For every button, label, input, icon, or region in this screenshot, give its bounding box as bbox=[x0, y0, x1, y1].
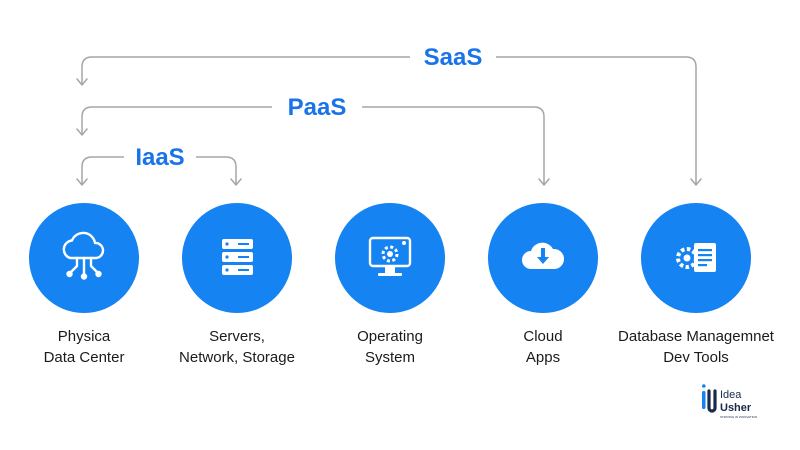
iaas-label: IaaS bbox=[135, 144, 184, 171]
saas-connector bbox=[76, 56, 702, 186]
paas-left-arrowhead bbox=[76, 128, 88, 136]
node-database-dev-tools: Database Managemnet Dev Tools bbox=[618, 203, 775, 366]
node-servers-network-storage: Servers, Network, Storage bbox=[179, 203, 295, 366]
brand-tagline: STRIVING IN INNOVATION bbox=[720, 415, 757, 419]
paas-right-bracket bbox=[362, 106, 545, 184]
saas-right-bracket bbox=[496, 56, 697, 184]
iaas-connector bbox=[76, 156, 242, 186]
paas-left-bracket bbox=[81, 106, 272, 134]
cloud-network-icon bbox=[62, 231, 105, 280]
iaas-right-arrowhead bbox=[230, 178, 242, 186]
paas-right-arrowhead bbox=[538, 178, 550, 186]
monitor-gear-icon bbox=[368, 236, 412, 276]
iaas-right-bracket bbox=[196, 156, 237, 184]
node-label-line-1: Servers, bbox=[209, 328, 265, 345]
iaas-left-bracket bbox=[81, 156, 124, 184]
node-operating-system: Operating System bbox=[335, 203, 445, 366]
idea-usher-logo-icon: Idea Usher STRIVING IN INNOVATION bbox=[702, 384, 757, 419]
node-label-line-1: Database Managemnet bbox=[618, 328, 775, 345]
gear-document-icon bbox=[676, 243, 716, 272]
node-label-line-2: Apps bbox=[526, 349, 560, 366]
cloud-download-icon bbox=[522, 242, 565, 269]
brand-line-1: Idea bbox=[720, 389, 742, 401]
node-label-line-1: Physica bbox=[58, 328, 111, 345]
brand-line-2: Usher bbox=[720, 402, 752, 414]
node-label-line-1: Cloud bbox=[523, 328, 562, 345]
saas-right-arrowhead bbox=[690, 178, 702, 186]
node-label-line-2: Dev Tools bbox=[663, 349, 729, 366]
node-label-line-1: Operating bbox=[357, 328, 423, 345]
saas-left-arrowhead bbox=[76, 78, 88, 86]
node-label-line-2: Network, Storage bbox=[179, 349, 295, 366]
node-physical-data-center: Physica Data Center bbox=[29, 203, 139, 366]
saas-left-bracket bbox=[81, 56, 410, 84]
server-stack-icon bbox=[222, 239, 253, 275]
node-cloud-apps: Cloud Apps bbox=[488, 203, 598, 366]
node-label-line-2: System bbox=[365, 349, 415, 366]
node-circle bbox=[335, 203, 445, 313]
saas-label: SaaS bbox=[424, 44, 483, 71]
node-label-line-2: Data Center bbox=[44, 349, 125, 366]
paas-connector bbox=[76, 106, 550, 186]
iaas-left-arrowhead bbox=[76, 178, 88, 186]
paas-label: PaaS bbox=[288, 94, 347, 121]
